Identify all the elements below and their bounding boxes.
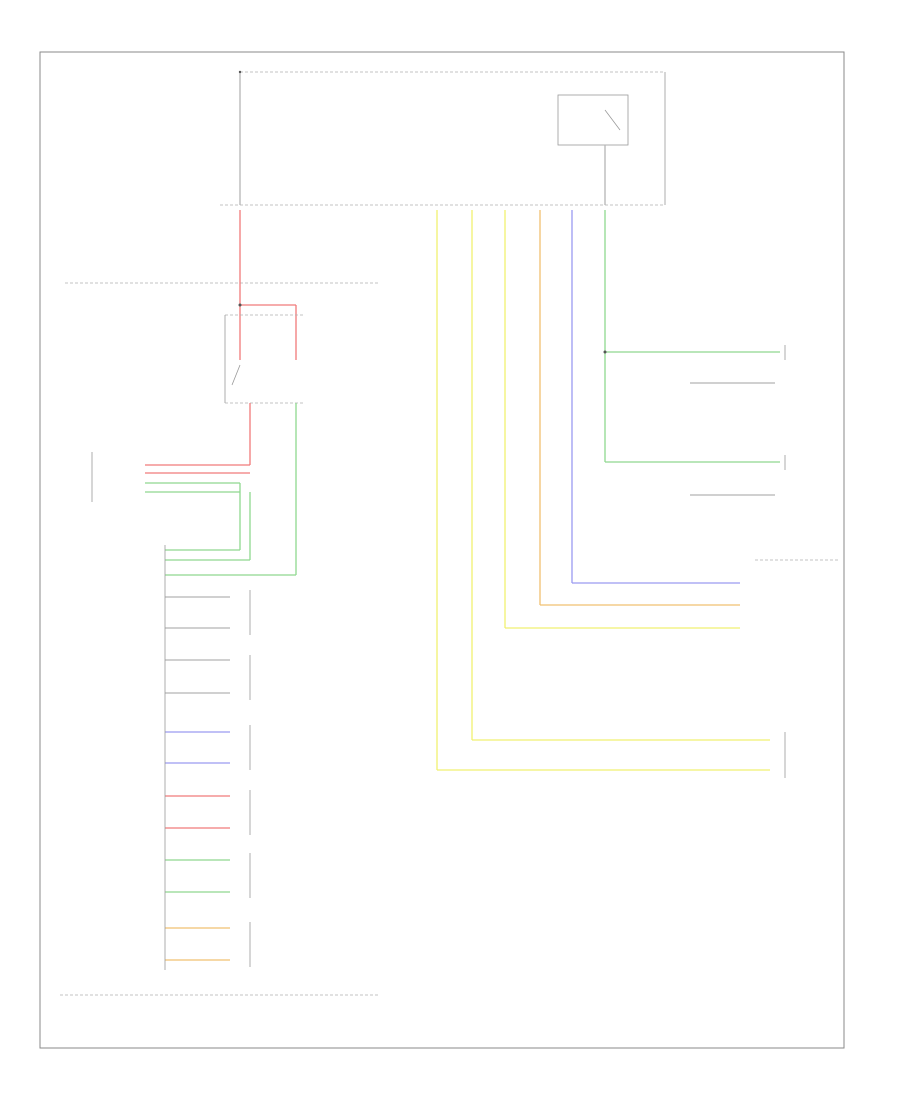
switch-blade xyxy=(231,364,241,386)
green-splice xyxy=(603,350,607,354)
relay-box xyxy=(557,94,629,146)
fuse-block xyxy=(220,70,666,206)
battery-switch-connector xyxy=(91,452,251,560)
red-feed xyxy=(238,210,297,360)
module-feed xyxy=(165,549,296,576)
red-splice xyxy=(238,303,242,307)
relay-contact xyxy=(604,109,621,131)
diagram-frame xyxy=(39,51,845,1049)
right-harness xyxy=(436,210,780,771)
generator-switch xyxy=(224,314,305,575)
left-fuse-node xyxy=(238,70,242,74)
right-components xyxy=(690,345,840,778)
sensor-rows xyxy=(164,545,251,970)
